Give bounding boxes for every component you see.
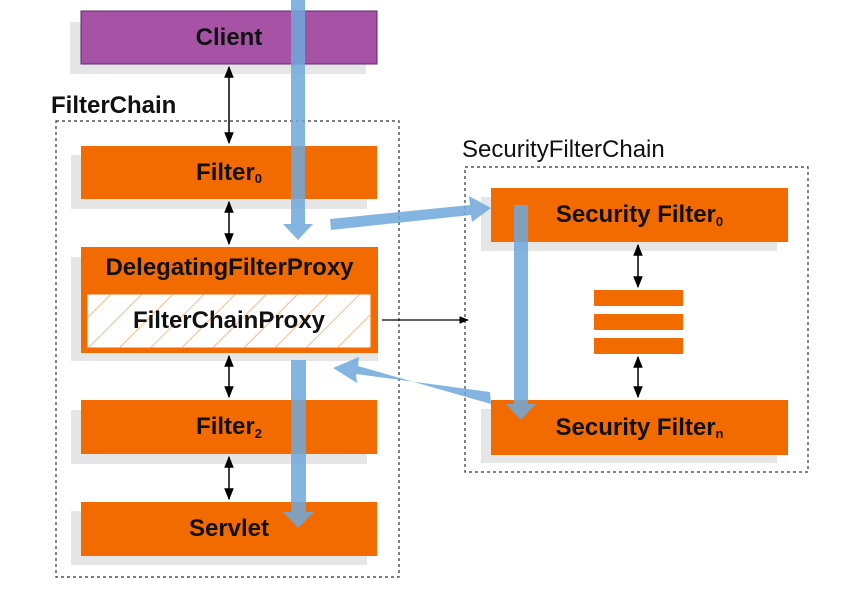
flow-arrow-back-to-proxy	[333, 357, 491, 404]
security-filtern-box	[491, 400, 788, 455]
client-box	[80, 10, 378, 65]
request-flow-arrows	[283, 0, 536, 528]
security-filter-stack-bar	[594, 290, 683, 306]
delegating-proxy-label: DelegatingFilterProxy	[105, 254, 354, 281]
security-filter-chain-title: SecurityFilterChain	[462, 136, 665, 163]
filter-chain-proxy-hatch	[87, 294, 371, 348]
filter0-subscript: 0	[254, 171, 262, 186]
filter2-box	[81, 400, 377, 454]
flow-arrow-to-servlet	[283, 360, 314, 528]
flow-arrow-security-down	[506, 205, 536, 420]
filter2-subscript: 2	[254, 425, 262, 441]
security-filter-stack-bar	[594, 314, 683, 330]
security-filter-stack-bar	[594, 338, 683, 354]
flow-arrow-to-security-filter0	[330, 196, 491, 230]
servlet-label: Servlet	[188, 515, 270, 542]
filter0-box	[81, 146, 377, 199]
filter-chain-proxy-label: FilterChainProxy	[132, 307, 326, 334]
security-filter0-box	[491, 188, 788, 242]
filter-chain-container	[55, 120, 400, 578]
servlet-box	[81, 502, 377, 556]
client-label: Client	[195, 23, 263, 51]
security-filter0-subscript: 0	[715, 213, 724, 229]
filter-chain-title: FilterChain	[51, 92, 177, 119]
security-filtern-subscript: n	[715, 426, 724, 441]
flow-arrow-into-proxy	[283, 0, 313, 240]
